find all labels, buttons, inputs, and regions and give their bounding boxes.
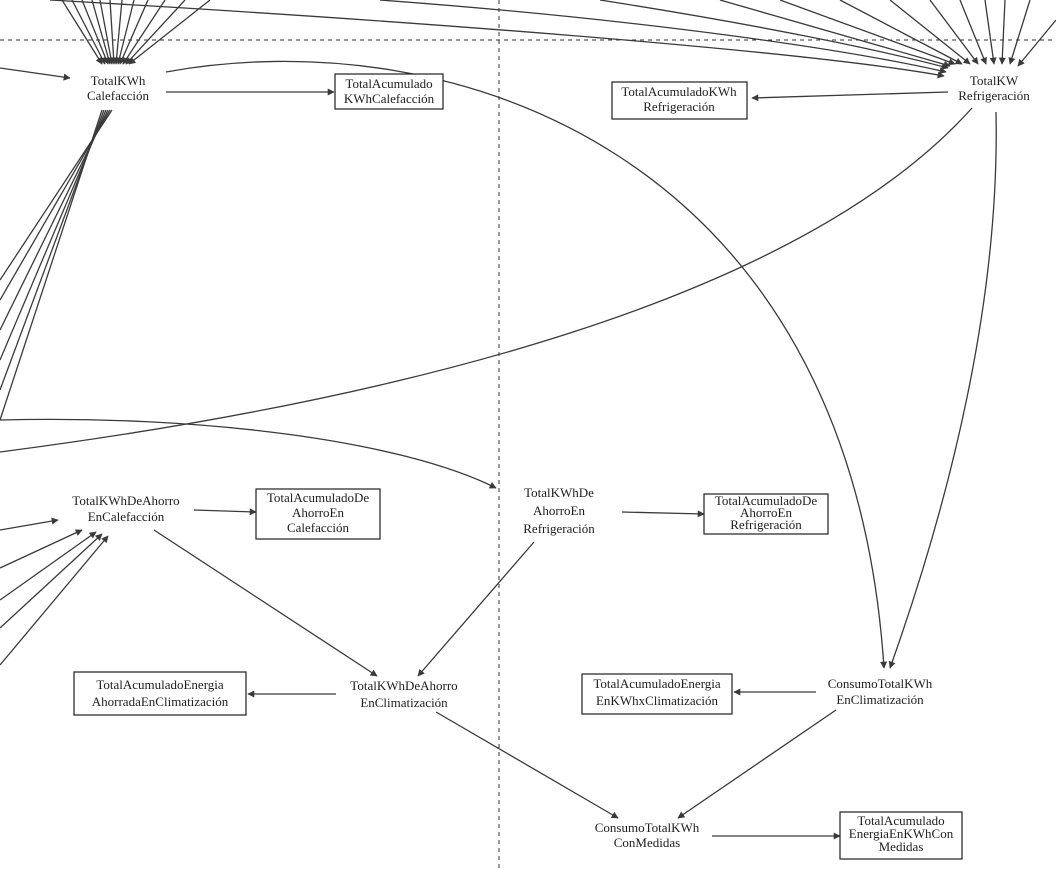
edge-refrigeracion-to-consumo — [888, 111, 997, 669]
edge-clima-to-medidas — [435, 711, 619, 819]
outgoing-fan-left — [0, 109, 113, 421]
edge-ahorro-ref-to-clima — [417, 541, 535, 677]
edge-refrigeracion-to-acum — [751, 91, 949, 102]
edge-calefaccion-to-consumo — [165, 60, 888, 669]
incoming-fan-refrigeracion — [49, 0, 1056, 79]
edge-ahorro-cal-to-clima — [153, 529, 378, 677]
incoming-fan-ahorro-calefaccion — [0, 517, 109, 666]
incoming-fan-calefaccion — [0, 0, 211, 81]
edge-refrigeracion-to-left — [0, 107, 973, 453]
edge-ahorro-cal-to-acum — [193, 508, 257, 516]
edge-ahorro-ref-to-acum — [621, 510, 705, 518]
edge-consumo-to-medidas — [677, 709, 837, 819]
edge-to-ahorro-refrigeracion — [0, 418, 497, 489]
